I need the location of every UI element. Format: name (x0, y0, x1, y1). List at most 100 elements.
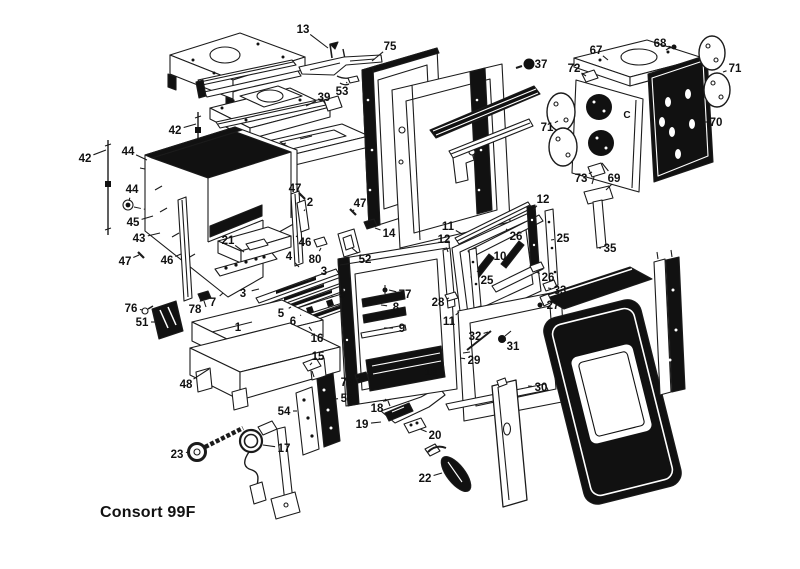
leader-line (306, 101, 316, 106)
part-number-label: 68 (654, 38, 667, 50)
bracket-part-35 (584, 184, 613, 248)
part-number-label: 12 (438, 234, 451, 246)
clip-part-14 (364, 219, 377, 229)
part-number-label: 17 (278, 443, 291, 455)
bracket-part-73 (588, 163, 605, 184)
clip-part-80 (314, 237, 327, 247)
leader-line (389, 290, 396, 292)
part-number-label: 78 (189, 304, 202, 316)
part-number-label: 3 (321, 266, 327, 278)
main-door (541, 297, 684, 507)
part-number-label: 44 (126, 184, 139, 196)
glass-assembly (443, 202, 558, 327)
leader-line (420, 429, 427, 432)
leader-line (319, 248, 321, 251)
leader-line (371, 422, 381, 423)
leader-line (723, 71, 727, 72)
leader-line (129, 198, 130, 201)
leader-line (289, 307, 291, 308)
part-number-label: 75 (384, 41, 397, 53)
leader-line (310, 34, 328, 48)
part-number-label: 30 (535, 382, 548, 394)
leader-line (477, 271, 480, 274)
leader-line (308, 276, 316, 281)
upper-rails (430, 86, 540, 158)
part-number-label: 11 (442, 221, 455, 233)
part-number-label: 2 (307, 197, 313, 209)
part-number-label: 12 (537, 194, 550, 206)
leader-line (175, 254, 181, 257)
leader-line (194, 369, 210, 379)
part-number-label: 42 (169, 125, 182, 137)
clip-part-78 (198, 291, 211, 307)
leader-line (200, 300, 201, 302)
leader-line (346, 82, 347, 83)
screw-part-68 (666, 44, 677, 51)
leader-line (356, 378, 360, 379)
convector-top-67 (574, 40, 703, 86)
bar-part-2 (297, 200, 309, 232)
part-number-label: 44 (122, 146, 135, 158)
leader-line (603, 56, 608, 60)
strip-part-46-left (178, 197, 192, 301)
leader-line (533, 206, 537, 210)
handle-part-22 (425, 444, 476, 496)
leader-line (331, 296, 333, 297)
igniter-part-17 (240, 421, 300, 519)
part-number-label: 25 (557, 233, 570, 245)
blanking-discs-71-right (699, 36, 730, 107)
part-number-label: 51 (136, 317, 149, 329)
part-number-label: 72 (568, 63, 581, 75)
leader-line (447, 298, 450, 299)
part-number-label: 80 (309, 254, 322, 266)
leader-line (484, 332, 488, 333)
part-number-label: 47 (119, 256, 132, 268)
clip-part-15 (303, 358, 321, 377)
leader-line (300, 315, 301, 316)
leader-line (252, 289, 259, 291)
screws-part-47 (138, 193, 356, 258)
part-number-label: 52 (359, 254, 372, 266)
leader-line (309, 327, 312, 331)
part-number-label: 42 (79, 153, 92, 165)
part-number-label: 53 (336, 86, 349, 98)
part-number-label: 21 (222, 235, 235, 247)
part-number-label: 54 (278, 406, 291, 418)
part-number-label: 14 (383, 228, 396, 240)
door-top-bar (540, 267, 652, 309)
part-number-label: 76 (125, 303, 138, 315)
leader-line (136, 155, 147, 160)
part-number-label: 11 (443, 316, 456, 328)
plate-part-54 (296, 387, 319, 455)
leader-line (184, 124, 196, 128)
part-number-label: 47 (354, 198, 367, 210)
part-number-label: 3 (240, 288, 246, 300)
leader-line (460, 358, 465, 359)
convector-side-69 (572, 80, 643, 192)
part-number-label: 71 (541, 122, 554, 134)
pin-part-13 (330, 42, 345, 59)
clip-part-53 (337, 76, 359, 85)
part-number-label: 22 (419, 473, 432, 485)
leader-line (375, 228, 381, 230)
part-number-label: 18 (425, 367, 438, 379)
bolt-part-76 (142, 306, 153, 314)
tray-part-21 (218, 227, 291, 263)
part-51 (152, 301, 183, 339)
part-number-label: 55 (341, 393, 354, 405)
leader-line (434, 473, 442, 476)
part-number-label: 5 (339, 289, 346, 301)
part-number-label: 33 (554, 285, 567, 297)
part-number-label: 20 (429, 430, 442, 442)
leader-line (456, 231, 462, 235)
leader-line (220, 293, 223, 296)
blanking-discs-71-left (547, 93, 577, 166)
part-number-label: 1 (235, 322, 242, 334)
part-number-label: 8 (393, 302, 400, 314)
leader-line (582, 73, 587, 76)
knob-part-23 (189, 428, 244, 461)
part-number-label: 10 (494, 251, 507, 263)
part-number-label: 19 (356, 419, 369, 431)
